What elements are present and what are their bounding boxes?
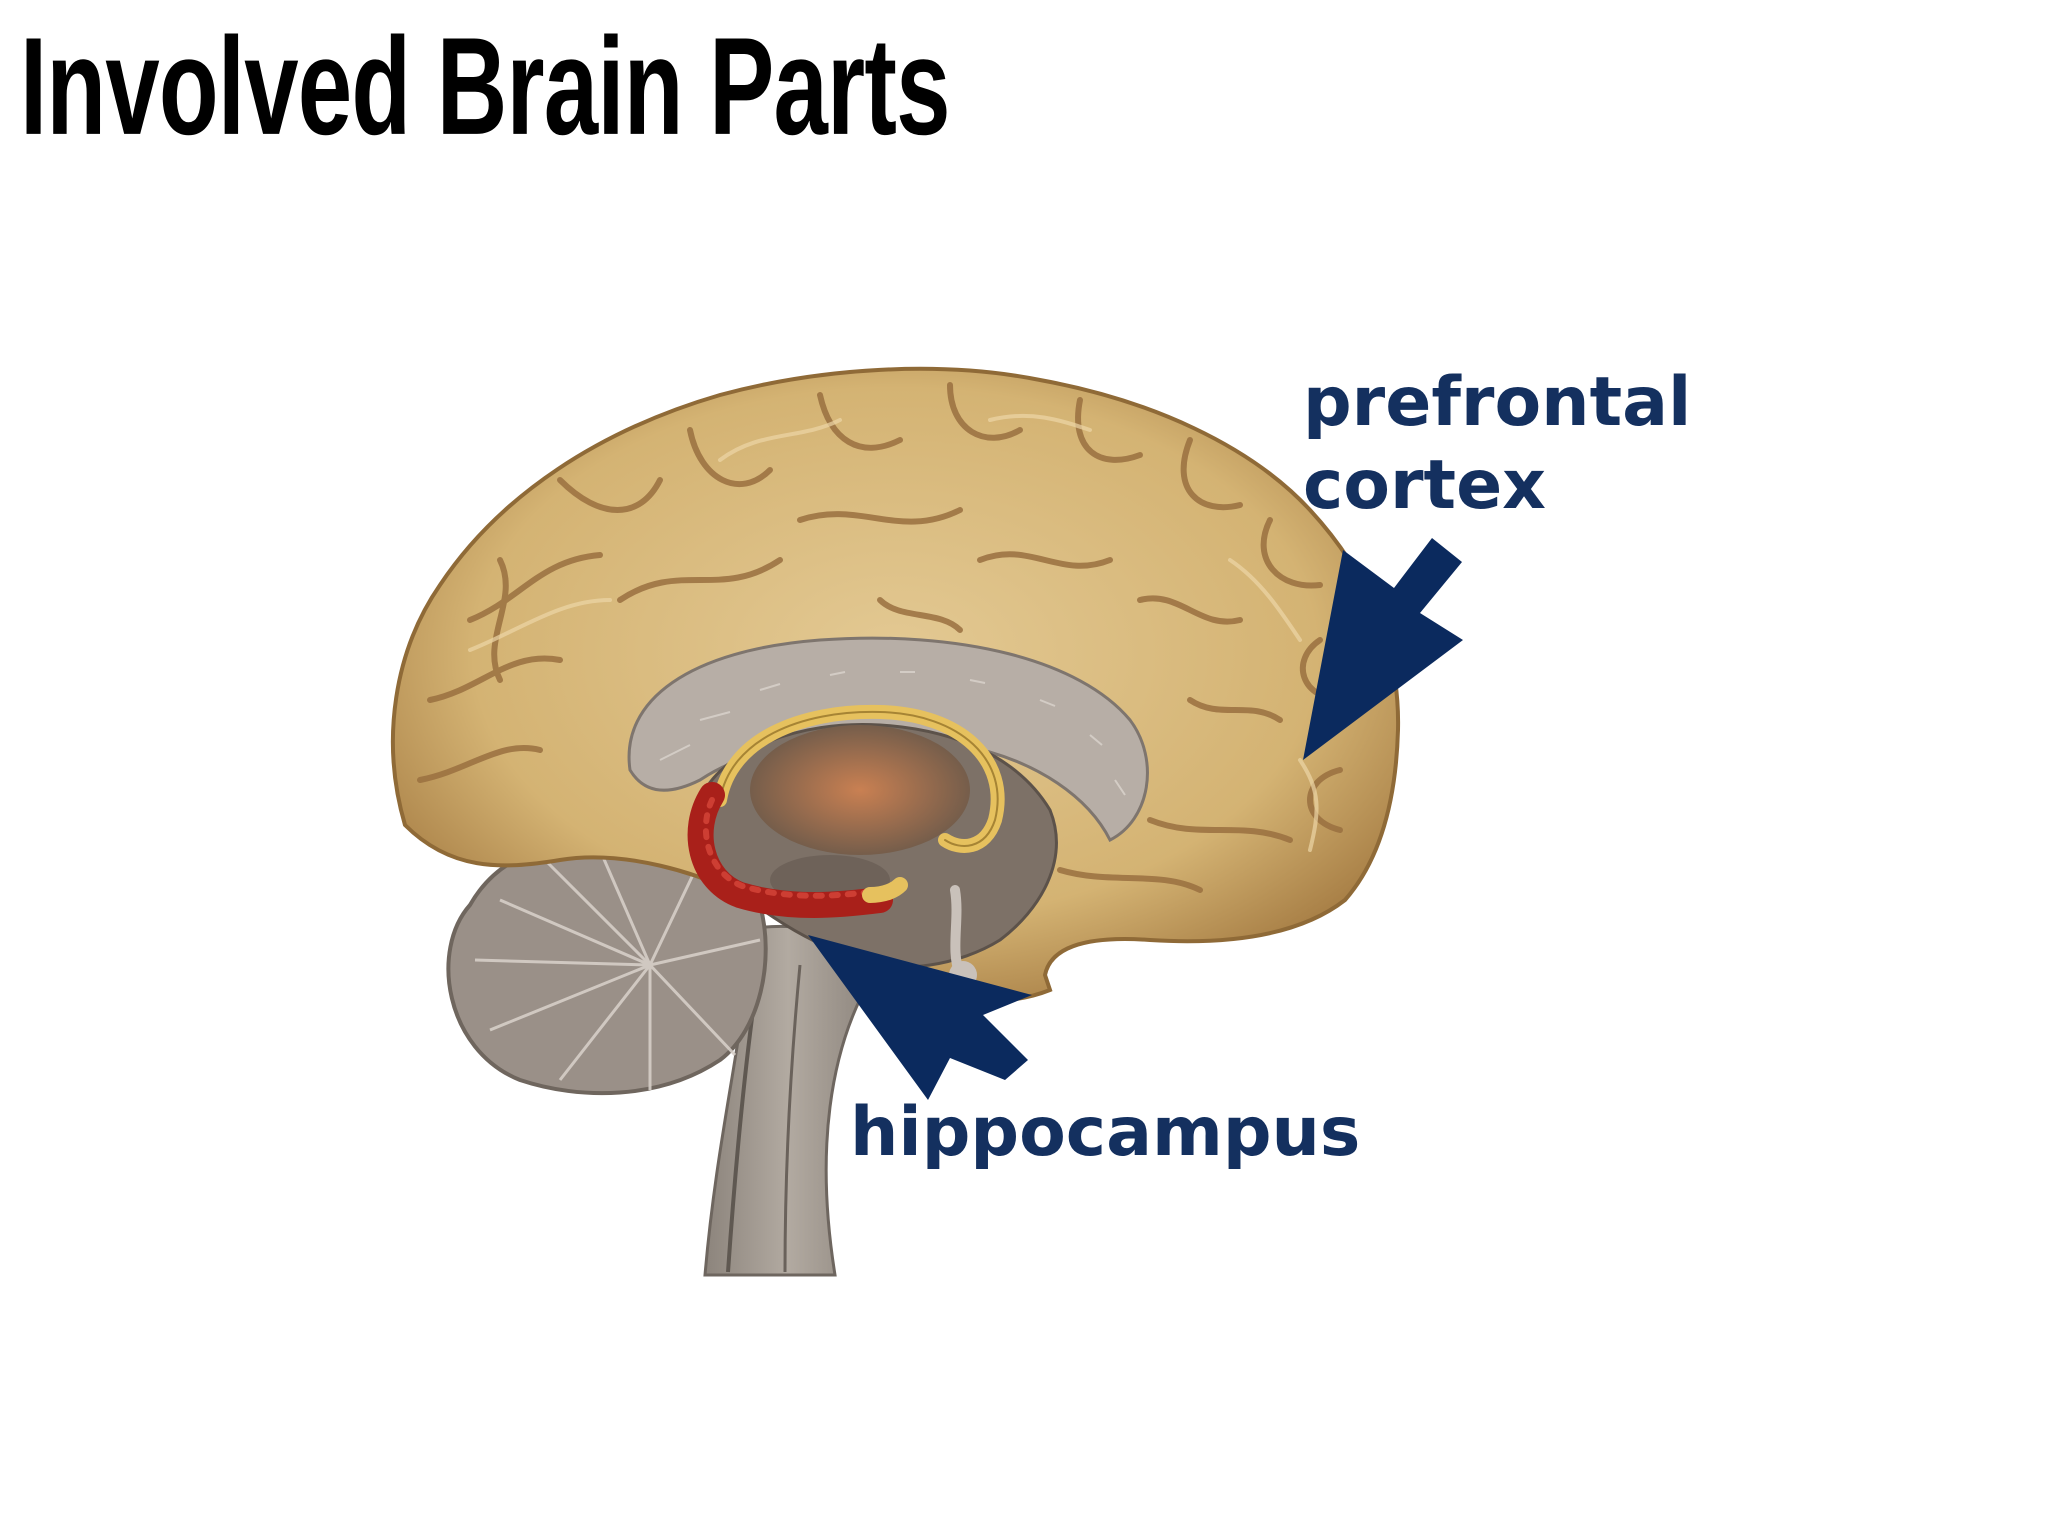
prefrontal-arrow: [1303, 538, 1463, 760]
cerebellum-folds: [474, 849, 761, 1090]
thalamus-shape: [750, 725, 970, 855]
hippocampus-shape: [687, 782, 893, 918]
corpus-callosum-striations: [659, 671, 1126, 796]
prefrontal-label-line1: prefrontal: [1303, 363, 1692, 442]
slide-title: Involved Brain Parts: [20, 8, 951, 164]
cerebrum-sulci: [417, 382, 1348, 893]
prefrontal-cortex-label: prefrontal cortex: [1303, 362, 1691, 528]
brainstem-line-2: [783, 964, 802, 1273]
hippocampus-highlight: [702, 797, 873, 899]
cerebrum-highlights: [468, 413, 1319, 852]
hippocampus-label: hippocampus: [850, 1093, 1361, 1172]
fornix-outline: [719, 710, 999, 847]
prefrontal-label-line2: cortex: [1303, 445, 1547, 525]
hippocampus-tail: [862, 877, 908, 903]
hippocampus-arrow: [808, 935, 1032, 1100]
